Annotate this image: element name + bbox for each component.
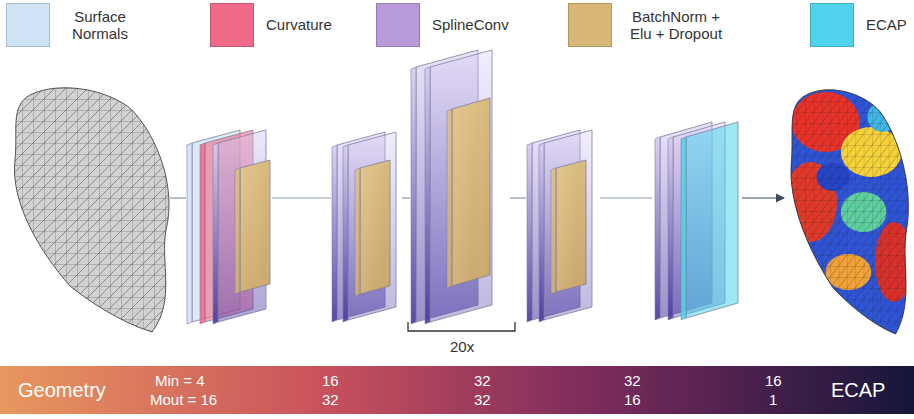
- bracket-label: 20x: [450, 338, 474, 355]
- channel-count: 32: [474, 372, 491, 389]
- layer-plate: [539, 130, 592, 322]
- legend-swatch: [376, 3, 420, 47]
- input-mesh: [14, 88, 169, 332]
- channel-count: 32: [474, 391, 491, 408]
- channel-count: 16: [765, 372, 782, 389]
- channel-count: Min = 4: [155, 372, 205, 389]
- channel-count: 1: [769, 391, 777, 408]
- legend-swatch: [6, 3, 50, 47]
- legend-text: Surface Normals: [58, 8, 142, 43]
- layer-plate: [681, 122, 738, 320]
- repeat-bracket: [408, 322, 515, 331]
- channel-count: 16: [322, 372, 339, 389]
- layer-plate: [343, 132, 396, 322]
- bar-label: Geometry: [18, 379, 106, 402]
- channel-count: 32: [624, 372, 641, 389]
- layer-plate: [355, 160, 390, 296]
- layer-plate: [425, 50, 492, 324]
- legend-swatch: [810, 3, 854, 47]
- channel-count: 16: [624, 391, 641, 408]
- layer-plate: [447, 98, 490, 288]
- legend-swatch: [210, 3, 254, 47]
- legend-text: BatchNorm + Elu + Dropout: [620, 8, 732, 43]
- flow-arrows: [170, 197, 784, 198]
- channel-count: 32: [322, 391, 339, 408]
- bar-label: ECAP: [831, 379, 885, 402]
- channel-count: Mout = 16: [150, 391, 217, 408]
- output-mesh: [780, 82, 914, 342]
- legend-text: ECAP: [866, 16, 907, 33]
- legend-swatch: [568, 3, 612, 47]
- layer-blocks: [187, 50, 738, 324]
- layer-plate: [235, 160, 270, 294]
- layer-plate: [551, 160, 586, 294]
- gradient-bar: [0, 366, 914, 414]
- legend-text: Curvature: [266, 16, 332, 33]
- legend-text: SplineConv: [432, 16, 509, 33]
